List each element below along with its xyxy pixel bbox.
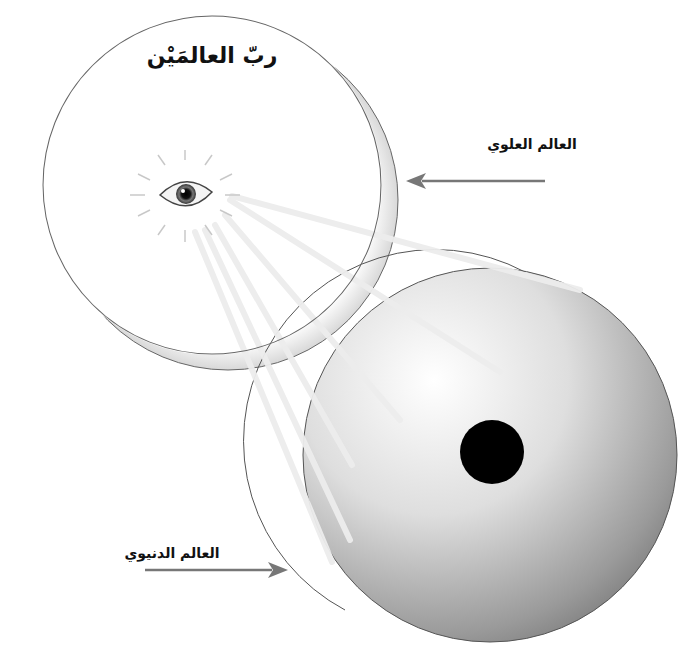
callout-label: العالم الدنيوي bbox=[124, 545, 219, 561]
world-circle: ربّ العالمَيْن bbox=[42, 15, 382, 355]
node-title: ربّ العالمَيْن bbox=[42, 43, 382, 68]
callout-label: العالم العلوي bbox=[487, 136, 577, 152]
